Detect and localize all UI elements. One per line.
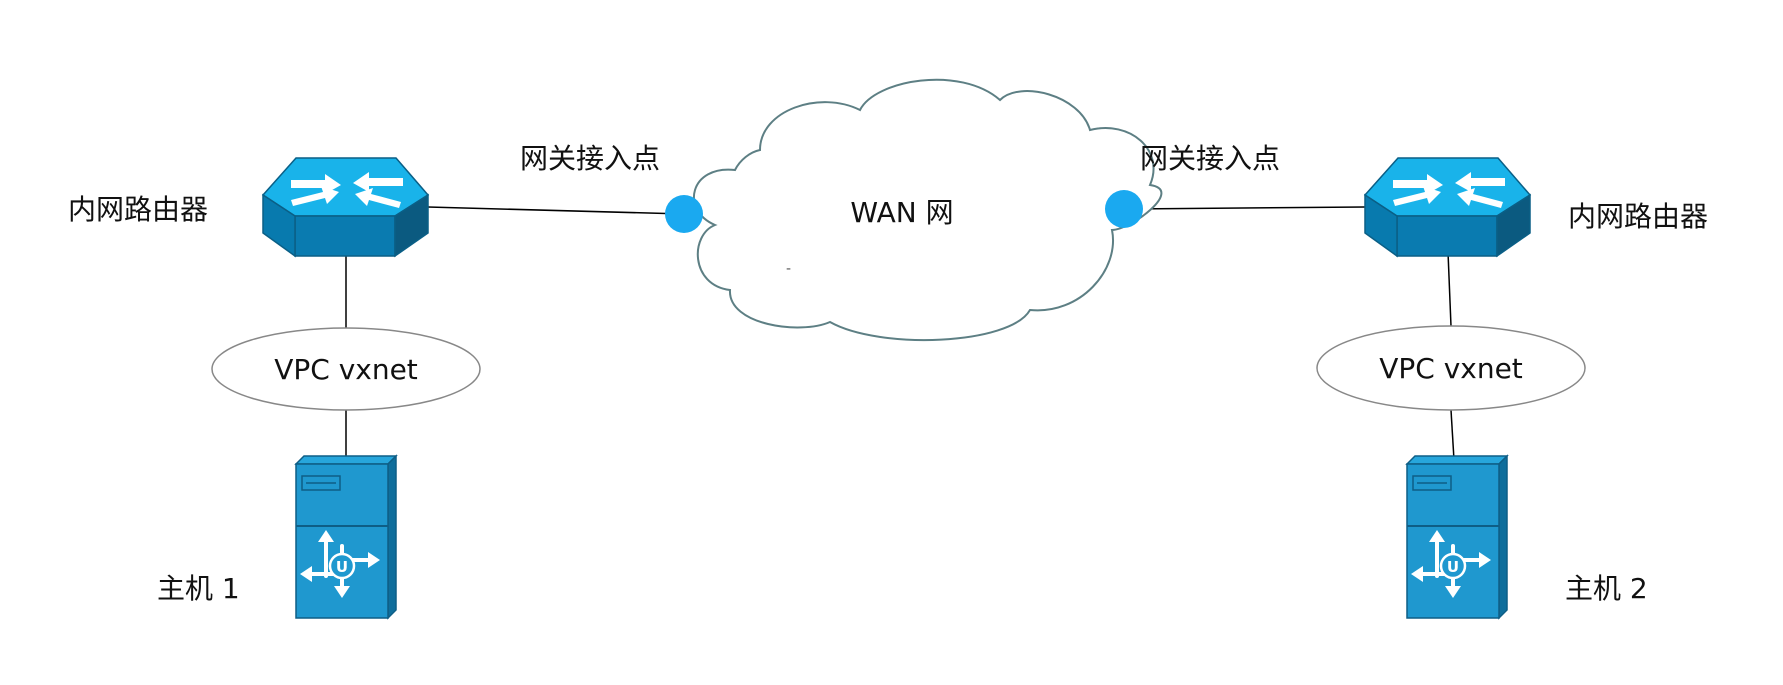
links	[345, 206, 1455, 461]
link-router1-gateway1	[427, 206, 685, 215]
host-left-server-icon[interactable]	[294, 454, 398, 620]
vxnet-right-label: VPC vxnet	[1379, 352, 1523, 385]
wan-cloud-label: WAN 网	[850, 196, 953, 229]
router-left-label: 内网路由器	[68, 193, 208, 226]
link-gateway2-router2	[1123, 206, 1366, 210]
router-right-icon[interactable]	[1364, 157, 1531, 257]
gateway-left-dot[interactable]	[665, 195, 703, 233]
vxnet-right-ellipse[interactable]	[1316, 325, 1586, 411]
link-vxnet2-host2	[1450, 409, 1455, 461]
router-right-label: 内网路由器	[1568, 200, 1708, 233]
host-left-label: 主机 1	[157, 572, 240, 605]
host-right-label: 主机 2	[1565, 572, 1648, 605]
wan-cloud-shape	[692, 78, 1163, 342]
gateway-right-label: 网关接入点	[1140, 142, 1280, 175]
cloud-dash-mark: -	[786, 261, 791, 277]
gateway-right-dot[interactable]	[1105, 190, 1143, 228]
link-router2-vxnet2	[1447, 251, 1452, 327]
vxnet-left-ellipse[interactable]	[211, 327, 481, 411]
host-right-server-icon[interactable]	[1405, 454, 1509, 620]
router-left-icon[interactable]	[262, 157, 429, 257]
gateway-left-label: 网关接入点	[520, 142, 660, 175]
vxnet-left-label: VPC vxnet	[274, 353, 418, 386]
